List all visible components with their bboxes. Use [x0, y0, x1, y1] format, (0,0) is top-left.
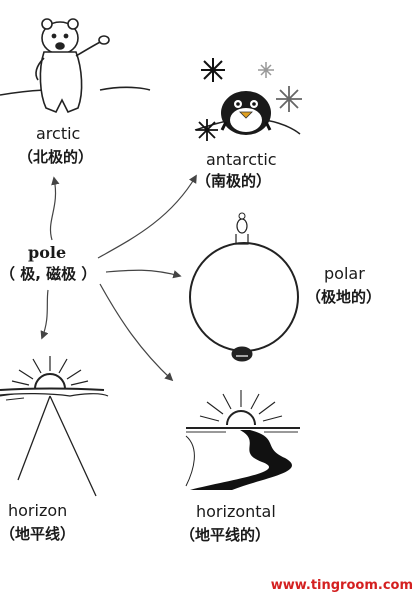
antarctic-chinese-label: （南极的）: [196, 172, 272, 190]
polar-label: polar: [324, 264, 365, 283]
relation-arrows: [40, 174, 197, 382]
horizon-chinese-label: （地平线）: [0, 525, 76, 543]
arrow-to-polar: [105, 269, 182, 279]
watermark: www.tingroom.com: [270, 578, 413, 593]
arctic-chinese-label: （北极的）: [18, 148, 94, 166]
penguin-snowflake-icon: [194, 58, 302, 141]
globe-with-pole-figures-icon: [189, 212, 299, 362]
arrow-to-antarctic: [97, 174, 197, 259]
arrow-to-arctic: [49, 176, 60, 241]
arrow-to-horizontal: [99, 283, 174, 382]
pole-chinese-label: （ 极, 磁极 ）: [0, 265, 97, 283]
pole-label: pole: [28, 243, 67, 262]
sun-over-road-icon: [184, 390, 300, 490]
arrow-to-horizon: [40, 289, 49, 340]
polar-bear-icon: [0, 18, 151, 114]
horizontal-chinese-label: （地平线的）: [180, 526, 271, 544]
arctic-label: arctic: [36, 124, 81, 143]
sunrise-horizon-icon: [0, 356, 109, 497]
horizontal-label: horizontal: [196, 502, 276, 521]
antarctic-label: antarctic: [206, 150, 277, 169]
horizon-label: horizon: [8, 501, 68, 520]
polar-chinese-label: （极地的）: [306, 288, 382, 306]
